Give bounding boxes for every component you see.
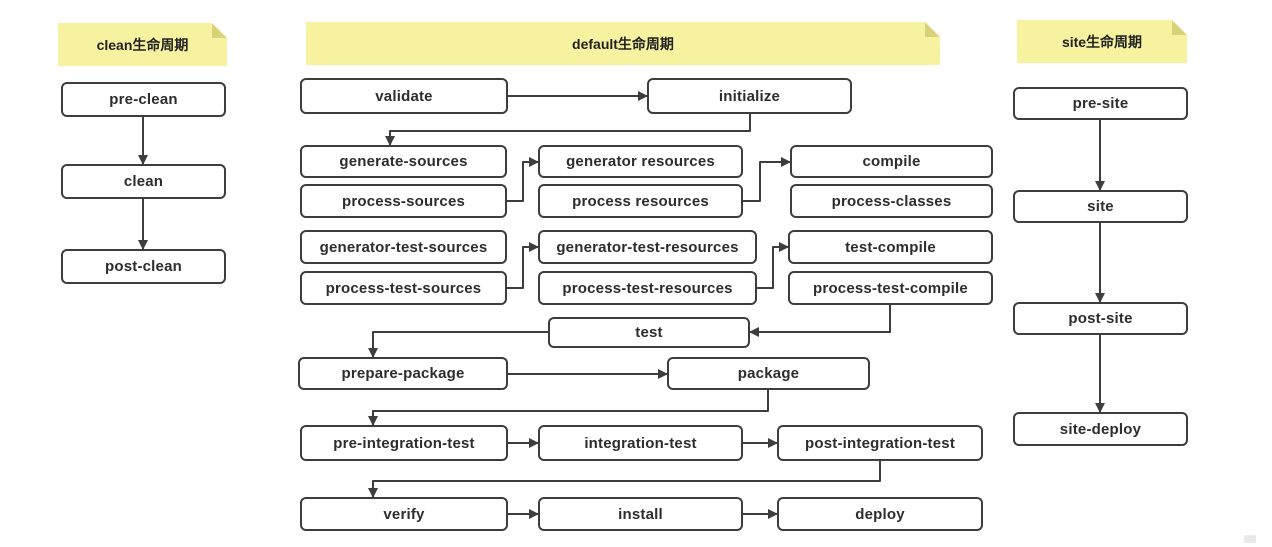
phase-node-process-resources: process resources: [538, 184, 743, 218]
edge-post-integration-test-to-verify: [368, 461, 881, 498]
edge-package-to-pre-integration-test: [368, 390, 769, 426]
lifecycle-title: site生命周期: [1061, 33, 1143, 50]
lifecycle-note-default: default生命周期: [306, 22, 940, 65]
phase-node-post-integration-test: post-integration-test: [777, 425, 983, 461]
phase-node-validate: validate: [300, 78, 508, 114]
phase-node-compile: compile: [790, 145, 993, 178]
lifecycle-note-site: site生命周期: [1017, 20, 1187, 63]
lifecycle-title: default生命周期: [572, 35, 674, 52]
phase-node-verify: verify: [300, 497, 508, 531]
phase-node-generator-resources: generator resources: [538, 145, 743, 178]
phase-node-post-clean: post-clean: [61, 249, 226, 284]
edge-process-test-sources-to-generator-test-resources: [507, 242, 539, 289]
edge-process-test-compile-to-test: [749, 305, 891, 337]
phase-node-clean: clean: [61, 164, 226, 199]
phase-node-generator-test-resources: generator-test-resources: [538, 230, 757, 264]
phase-node-install: install: [538, 497, 743, 531]
phase-node-deploy: deploy: [777, 497, 983, 531]
phase-node-process-test-sources: process-test-sources: [300, 271, 507, 305]
phase-node-package: package: [667, 357, 870, 390]
phase-node-process-test-resources: process-test-resources: [538, 271, 757, 305]
lifecycle-note-clean: clean生命周期: [58, 23, 227, 66]
edge-initialize-to-generate-sources: [385, 114, 751, 146]
edge-process-sources-to-generator-resources: [507, 157, 539, 202]
phase-node-generate-sources: generate-sources: [300, 145, 507, 178]
lifecycle-title: clean生命周期: [96, 36, 189, 53]
phase-node-process-sources: process-sources: [300, 184, 507, 218]
screen-artifact: [1244, 535, 1256, 543]
phase-node-integration-test: integration-test: [538, 425, 743, 461]
phase-node-generator-test-sources: generator-test-sources: [300, 230, 507, 264]
phase-node-pre-clean: pre-clean: [61, 82, 226, 117]
phase-node-process-classes: process-classes: [790, 184, 993, 218]
phase-node-process-test-compile: process-test-compile: [788, 271, 993, 305]
edge-process-resources-to-compile: [743, 157, 791, 202]
phase-node-test: test: [548, 317, 750, 348]
phase-node-prepare-package: prepare-package: [298, 357, 508, 390]
phase-node-post-site: post-site: [1013, 302, 1188, 335]
edge-test-to-prepare-package: [368, 331, 548, 358]
phase-node-site: site: [1013, 190, 1188, 223]
phase-node-test-compile: test-compile: [788, 230, 993, 264]
phase-node-initialize: initialize: [647, 78, 852, 114]
phase-node-site-deploy: site-deploy: [1013, 412, 1188, 446]
phase-node-pre-integration-test: pre-integration-test: [300, 425, 508, 461]
phase-node-pre-site: pre-site: [1013, 87, 1188, 120]
edge-process-test-resources-to-test-compile: [757, 242, 789, 289]
